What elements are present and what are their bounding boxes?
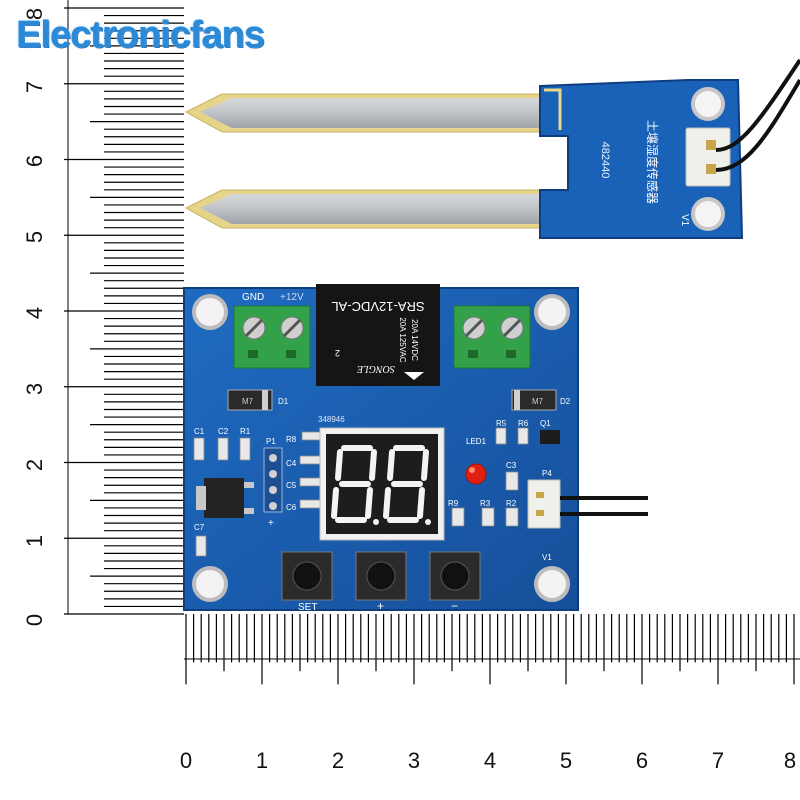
probe-connector: [685, 127, 731, 187]
ruler-v-label-8: 8: [22, 8, 47, 20]
relay-model: SRA-12VDC-AL: [331, 299, 424, 314]
label-p4: P4: [542, 469, 552, 478]
label-c2: C2: [218, 427, 229, 436]
ruler-h-label-0: 0: [180, 748, 192, 773]
relay-pin-mark: 2: [335, 348, 340, 358]
plus-button-label: +: [377, 599, 384, 613]
label-led1: LED1: [466, 437, 487, 446]
probe-mount-hole-bottom: [691, 197, 725, 231]
label-d2: D2: [560, 397, 571, 406]
label-q1: Q1: [540, 419, 551, 428]
ruler-v-label-2: 2: [22, 459, 47, 471]
probe-mount-hole-top: [691, 87, 725, 121]
seven-segment-display: [319, 427, 445, 541]
minus-button-label: −: [451, 599, 458, 613]
label-r9: R9: [448, 499, 459, 508]
label-r6: R6: [518, 419, 529, 428]
terminal-block-left: [233, 305, 311, 369]
mount-hole-bottom-right: [534, 566, 570, 602]
label-c7: C7: [194, 523, 205, 532]
ruler-h-label-1: 1: [256, 748, 268, 773]
label-r3: R3: [480, 499, 491, 508]
voltage-regulator: [196, 478, 254, 518]
ruler-h-label-4: 4: [484, 748, 496, 773]
plus-button[interactable]: +: [355, 551, 407, 613]
relay-logo-icon: [404, 372, 424, 380]
ruler-v-label-3: 3: [22, 383, 47, 395]
probe-version: V1: [679, 214, 690, 227]
label-c5: C5: [286, 481, 297, 490]
probe-code: 482440: [599, 142, 611, 179]
mount-hole-top-left: [192, 294, 228, 330]
mount-hole-top-right: [534, 294, 570, 330]
ruler-h-label-6: 6: [636, 748, 648, 773]
label-p1: P1: [266, 437, 276, 446]
ruler-v-label-0: 0: [22, 614, 47, 626]
connector-p4: [527, 479, 648, 529]
label-r2: R2: [506, 499, 517, 508]
controller-board: GND +12V SRA-12VDC-AL 20A 14VDC: [183, 284, 648, 613]
ruler-h-label-8: 8: [784, 748, 796, 773]
ruler-v-label-6: 6: [22, 155, 47, 167]
transistor-q1: [540, 430, 560, 444]
digit-2: [383, 445, 429, 523]
ruler-v-label-7: 7: [22, 81, 47, 93]
label-c4: C4: [286, 459, 297, 468]
label-r8: R8: [286, 435, 297, 444]
soil-moisture-probe: 482440 土壤湿度传感器 V1: [184, 58, 800, 239]
status-led: [465, 463, 487, 485]
label-12v: +12V: [280, 292, 304, 303]
probe-chinese-label: 土壤湿度传感器: [645, 120, 660, 204]
terminal-block-right: [453, 305, 531, 369]
label-header-plus: +: [268, 518, 274, 529]
relay: SRA-12VDC-AL 20A 14VDC 20A 125VAC SONGLE…: [316, 284, 440, 386]
probe-prong-bottom: [200, 194, 540, 224]
board-serial: 348946: [318, 415, 345, 424]
set-button[interactable]: SET: [281, 551, 333, 613]
label-v1: V1: [542, 553, 552, 562]
diode-d1: M7 D1: [227, 389, 289, 411]
svg-text:M7: M7: [242, 397, 254, 406]
svg-text:M7: M7: [532, 397, 544, 406]
label-r1: R1: [240, 427, 251, 436]
label-d1: D1: [278, 397, 289, 406]
ruler-v-label-1: 1: [22, 535, 47, 547]
ruler-v-label-5: 5: [22, 231, 47, 243]
label-c6: C6: [286, 503, 297, 512]
mount-hole-bottom-left: [192, 566, 228, 602]
label-r5: R5: [496, 419, 507, 428]
relay-brand: SONGLE: [357, 363, 395, 374]
label-c3: C3: [506, 461, 517, 470]
probe-prong-top: [200, 98, 540, 128]
relay-rating-1: 20A 14VDC: [410, 319, 419, 361]
diode-d2: M7 D2: [511, 389, 571, 411]
pin-header-p1: [263, 447, 283, 513]
ruler-h-label-2: 2: [332, 748, 344, 773]
watermark-logo: Electronicfans: [16, 14, 265, 56]
ruler-v-label-4: 4: [22, 307, 47, 319]
set-button-label: SET: [298, 602, 317, 613]
ruler-h-label-3: 3: [408, 748, 420, 773]
vertical-ruler: 0 1 2 3 4 5 6 7 8: [22, 0, 184, 626]
ruler-h-label-5: 5: [560, 748, 572, 773]
label-gnd: GND: [242, 292, 264, 303]
relay-rating-2: 20A 125VAC: [398, 317, 407, 362]
minus-button[interactable]: −: [429, 551, 481, 613]
ruler-h-label-7: 7: [712, 748, 724, 773]
digit-1: [331, 445, 377, 523]
label-c1: C1: [194, 427, 205, 436]
horizontal-ruler: 0 1 2 3 4 5 6 7 8: [180, 614, 800, 773]
